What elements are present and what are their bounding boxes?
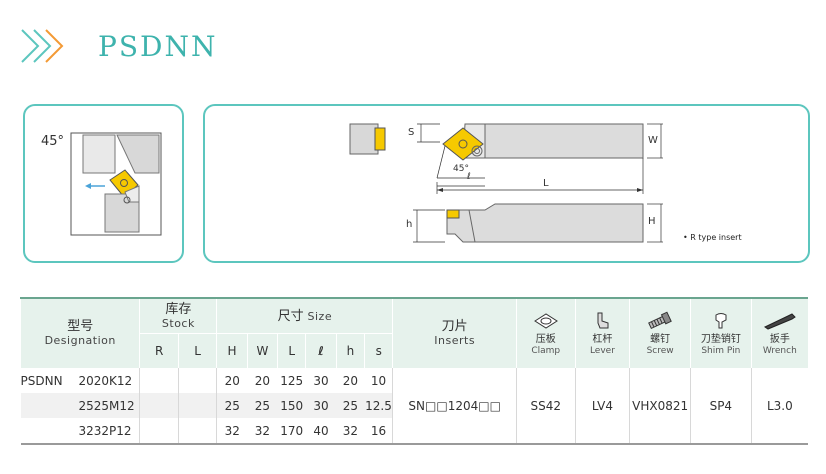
shim-pin-cell: SP4: [689, 368, 752, 444]
header-designation: 型号 Designation: [19, 298, 140, 368]
header-size-L: L: [277, 333, 306, 368]
page-title: PSDNN: [98, 30, 218, 63]
wrench-cell: L3.0: [750, 368, 808, 444]
header-size: 尺寸 Size: [216, 298, 393, 334]
header-size-l: ℓ: [305, 333, 337, 368]
dimension-drawing: [349, 123, 663, 243]
lever-icon: [597, 312, 609, 328]
header-wrench: 扳手 Wrench: [750, 298, 808, 368]
header-stock-l: L: [177, 333, 217, 368]
screw-cell: VHX0821: [629, 368, 691, 444]
stock-r-cell: [139, 393, 179, 418]
designation-cell: 3232P12: [78, 423, 132, 438]
size-s-cell: 12.5: [364, 393, 393, 418]
lever-cell: LV4: [574, 368, 630, 444]
size-H-cell: 20: [216, 368, 248, 393]
clamp-cell: SS42: [515, 368, 576, 444]
size-l-cell: 30: [305, 393, 337, 418]
header-shim-pin: 刀垫销钉 Shim Pin: [689, 298, 752, 368]
size-s-cell: 10: [370, 373, 387, 388]
size-h-cell: 20: [342, 373, 359, 388]
dim-l-small-label: ℓ: [467, 172, 471, 182]
size-W-cell: 25: [247, 393, 278, 418]
header-size-W: W: [246, 333, 278, 368]
dim-s-label: S: [408, 127, 415, 138]
header-inserts: 刀片 Inserts: [392, 298, 517, 368]
header-screw: 螺钉 Screw: [629, 298, 691, 368]
stock-l-cell: [177, 368, 217, 393]
spec-table: 型号 Designation 库存 Stock 尺寸 Size 刀片 Inser…: [19, 297, 809, 445]
stock-r-cell: [139, 418, 179, 444]
table-row: 2525M12 25 25 150 30 25 12.5: [20, 393, 809, 418]
size-h-cell: 32: [342, 423, 359, 438]
shim-pin-icon: [715, 312, 727, 328]
size-L-cell: 150: [277, 393, 306, 418]
size-s-cell: 16: [370, 423, 387, 438]
dim-h-label: h: [406, 219, 413, 230]
angle-label: 45°: [41, 134, 65, 149]
header-size-h: h: [335, 333, 365, 368]
header-stock: 库存 Stock: [139, 298, 217, 334]
orientation-diagram: [70, 132, 162, 236]
size-h-cell: 25: [336, 393, 365, 418]
header-size-H: H: [216, 333, 248, 368]
chevron-right-icon: [21, 29, 64, 63]
stock-l-cell: [177, 418, 217, 444]
header-lever: 杠杆 Lever: [574, 298, 630, 368]
dim-w-label: W: [648, 135, 658, 146]
size-l-cell: 30: [313, 373, 329, 388]
stock-r-cell: [139, 368, 179, 393]
stock-l-cell: [177, 393, 217, 418]
size-L-cell: 125: [280, 373, 304, 388]
title-bar: PSDNN: [18, 24, 318, 68]
orientation-diagram-panel: 45°: [23, 104, 184, 263]
designation-cell: 2525M12: [20, 393, 140, 418]
header-stock-r: R: [139, 333, 179, 368]
insert-type-note: • R type insert: [683, 233, 742, 242]
clamp-icon: [533, 312, 558, 329]
dimension-drawing-panel: S W 45° ℓ L h H • R type insert: [203, 104, 810, 263]
size-L-cell: 170: [280, 423, 304, 438]
insert-cell: SN□□1204□□: [392, 368, 517, 444]
wrench-icon: [763, 312, 796, 330]
size-H-cell: 32: [216, 418, 248, 444]
header-clamp: 压板 Clamp: [515, 298, 576, 368]
header-size-s: s: [364, 333, 393, 368]
size-l-cell: 40: [313, 423, 329, 438]
table-row: 3232P12 32 32 170 40 32 16: [21, 418, 809, 444]
dim-H-label: H: [648, 216, 656, 227]
size-W-cell: 20: [254, 373, 271, 388]
angle-label: 45°: [453, 164, 469, 174]
dim-L-label: L: [543, 178, 549, 189]
screw-icon: [648, 311, 672, 329]
size-W-cell: 32: [254, 423, 271, 438]
size-H-cell: 25: [216, 393, 248, 418]
